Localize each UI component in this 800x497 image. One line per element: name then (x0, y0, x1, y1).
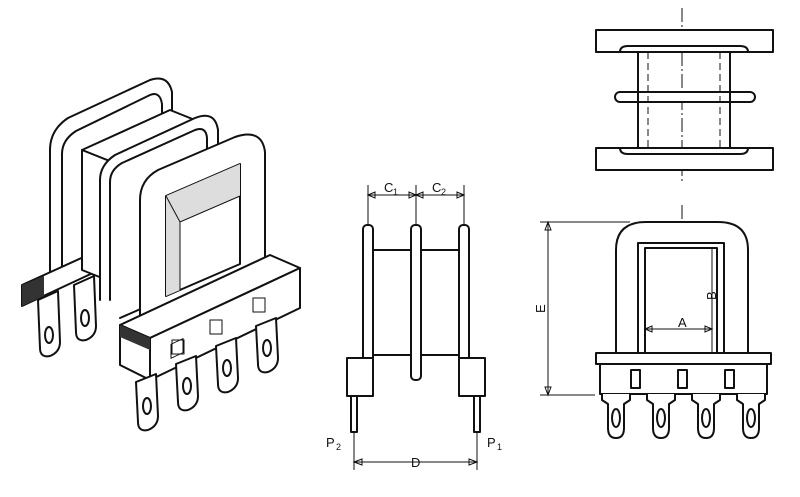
label-c2: C (432, 180, 441, 195)
label-c1: C (384, 180, 393, 195)
isometric-bobbin-view (21, 77, 301, 432)
side-view: C 1 C 2 D P 2 P 1 (326, 180, 502, 470)
label-d: D (411, 455, 420, 470)
label-a: A (678, 315, 687, 330)
top-view (595, 8, 774, 182)
label-p2-sub: 2 (336, 442, 341, 452)
label-c2-sub: 2 (441, 187, 446, 197)
label-p1-sub: 1 (497, 442, 502, 452)
front-view: E A B (533, 205, 772, 439)
label-p2: P (326, 435, 335, 450)
label-b: B (704, 291, 719, 300)
label-p1: P (487, 435, 496, 450)
label-c1-sub: 1 (393, 187, 398, 197)
label-e: E (533, 304, 548, 313)
